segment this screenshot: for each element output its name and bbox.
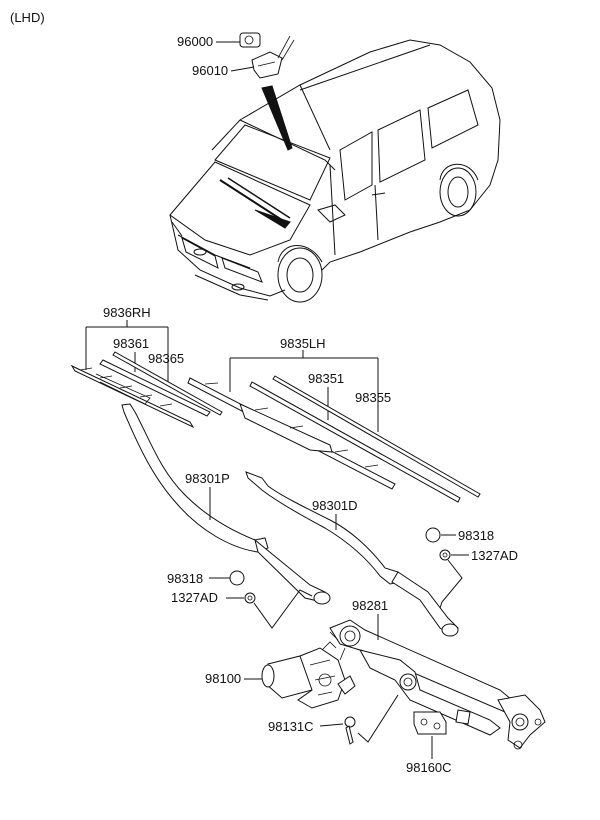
rain-sensor-assembly: [239, 32, 295, 79]
part-label-98355: 98355: [355, 390, 391, 405]
part-label-98160C: 98160C: [406, 760, 452, 775]
part-label-98301P: 98301P: [185, 471, 230, 486]
part-label-98365: 98365: [148, 351, 184, 366]
lh-wiper-blade: [187, 377, 396, 490]
mounting-bolt: [344, 716, 356, 745]
wiper-motor: [261, 641, 356, 709]
part-label-98318-right: 98318: [458, 528, 494, 543]
motor-bracket: [413, 711, 447, 735]
rh-blade-refill: [112, 351, 223, 416]
part-label-9835LH: 9835LH: [280, 336, 326, 351]
lh-blade-rubber: [249, 381, 461, 503]
part-label-9836RH: 9836RH: [103, 305, 151, 320]
part-label-96000: 96000: [177, 34, 213, 49]
part-label-98100: 98100: [205, 671, 241, 686]
vehicle-illustration: [169, 39, 501, 303]
wiper-linkage: [329, 619, 546, 750]
rh-wiper-blade: [70, 364, 195, 429]
part-label-98361: 98361: [113, 336, 149, 351]
part-label-98351: 98351: [308, 371, 344, 386]
part-label-98131C: 98131C: [268, 719, 314, 734]
part-label-1327AD-left: 1327AD: [171, 590, 218, 605]
part-label-98301D: 98301D: [312, 498, 358, 513]
part-label-98318-left: 98318: [167, 571, 203, 586]
part-label-98281: 98281: [352, 598, 388, 613]
rh-blade-rubber: [99, 359, 211, 417]
pivot-cap-right: [425, 527, 441, 543]
pivot-cap-left: [229, 570, 245, 586]
passenger-wiper-arm: [121, 403, 331, 605]
variant-label: (LHD): [10, 10, 45, 25]
part-label-1327AD-right: 1327AD: [471, 548, 518, 563]
driver-wiper-arm: [245, 471, 459, 637]
pivot-nut-left: [244, 592, 256, 604]
lh-blade-refill: [272, 375, 481, 498]
pivot-nut-right: [439, 549, 451, 561]
part-label-96010: 96010: [192, 63, 228, 78]
